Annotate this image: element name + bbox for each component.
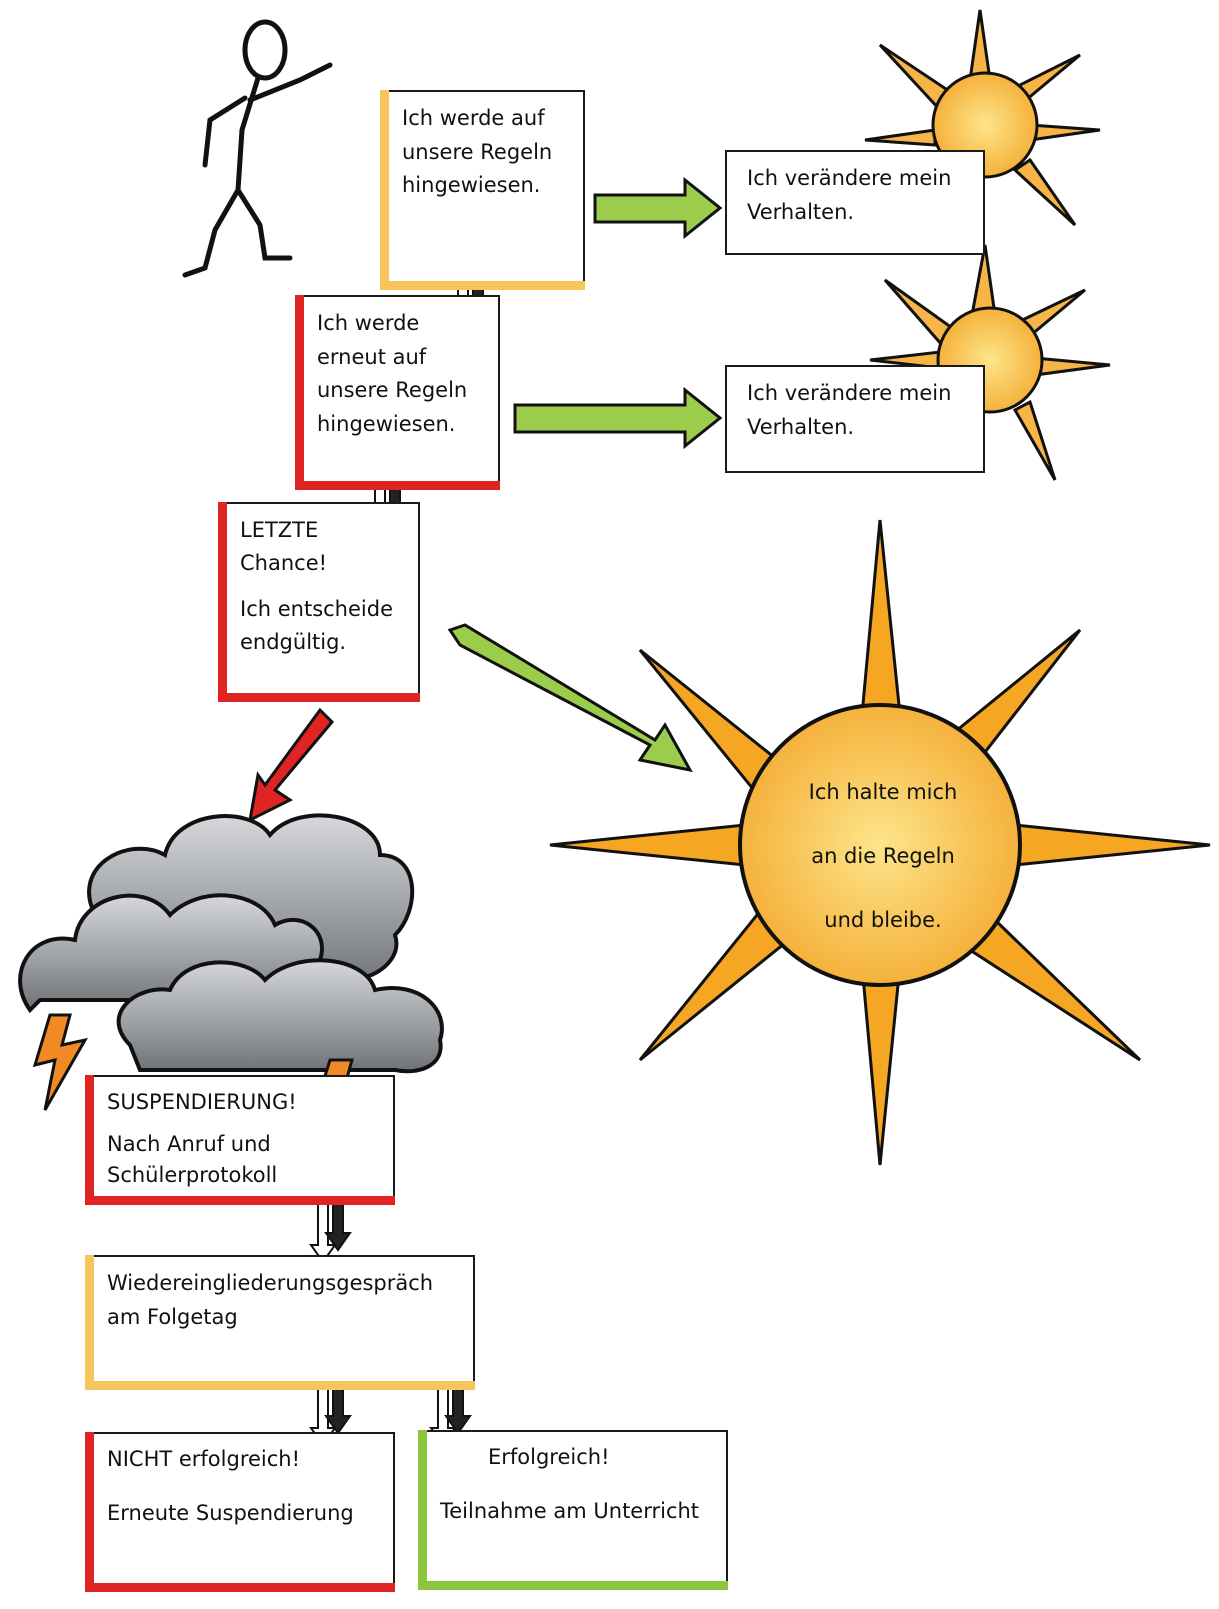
sun-text-line: Ich halte mich (808, 780, 958, 804)
stick-figure-icon (182, 19, 333, 278)
last-chance-box: LETZTE Chance! Ich entscheide endgültig. (218, 502, 420, 702)
big-sun-icon (549, 519, 1211, 1166)
box-text-line: Chance! (240, 550, 328, 575)
box-text-line: Teilnahme am Unterricht (440, 1498, 700, 1523)
box-text-line: LETZTE (240, 518, 319, 542)
box-text-line: Wiedereingliederungsgespräch (107, 1271, 434, 1295)
not-successful-box: NICHT erfolgreich! Erneute Suspendierung (85, 1432, 395, 1592)
second-warning-box: Ich werde erneut auf unsere Regeln hinge… (295, 295, 500, 490)
box-text-line (240, 579, 408, 593)
green-arrow-icon (447, 176, 723, 773)
reintegration-box: Wiedereingliederungsgespräch am Folgetag (85, 1255, 475, 1390)
sun-text-line: und bleibe. (824, 908, 942, 932)
box-text-line: Erfolgreich! (488, 1445, 610, 1469)
small-sun-icon (869, 244, 1111, 481)
box-text-line: NICHT erfolgreich! (107, 1447, 301, 1471)
box-text-line: Nach Anruf und (107, 1132, 271, 1157)
box-text-line: hingewiesen. (317, 411, 456, 436)
successful-box: Erfolgreich! Teilnahme am Unterricht (418, 1430, 728, 1590)
behavior-change-box-2: Ich verändere mein Verhalten. (725, 365, 985, 473)
box-text-line (107, 1117, 383, 1129)
box-text-line: Ich verändere mein (747, 166, 952, 190)
sun-text-line: an die Regeln (811, 844, 955, 868)
box-text-line: Verhalten. (747, 199, 855, 224)
red-arrow-icon (248, 707, 335, 823)
behavior-change-box-1: Ich verändere mein Verhalten. (725, 150, 985, 255)
box-text-line: am Folgetag (107, 1304, 238, 1329)
box-text-line (107, 1476, 383, 1498)
box-text-line: erneut auf (317, 344, 427, 369)
first-warning-box: Ich werde auf unsere Regeln hingewiesen. (380, 90, 585, 290)
suspension-box: SUSPENDIERUNG! Nach Anruf und Schülerpro… (85, 1075, 395, 1205)
box-text-line: Schülerprotokoll (107, 1162, 278, 1187)
box-text-line: Ich werde auf (402, 106, 545, 130)
box-text-line: Erneute Suspendierung (107, 1500, 354, 1525)
box-text-line: Verhalten. (747, 414, 855, 439)
sun-text: Ich halte mich an die Regeln und bleibe. (758, 760, 1008, 952)
box-text-line: endgültig. (240, 629, 347, 654)
box-text-line (440, 1474, 716, 1496)
box-text-line: Ich werde (317, 311, 420, 335)
box-text-line: unsere Regeln (317, 378, 468, 403)
box-text-line: Ich verändere mein (747, 381, 952, 405)
box-text-line: Ich entscheide (240, 597, 393, 622)
storm-cloud-icon (18, 813, 444, 1074)
box-text-line: hingewiesen. (402, 173, 541, 198)
box-text-line: SUSPENDIERUNG! (107, 1090, 297, 1114)
box-text-line: unsere Regeln (402, 139, 553, 164)
